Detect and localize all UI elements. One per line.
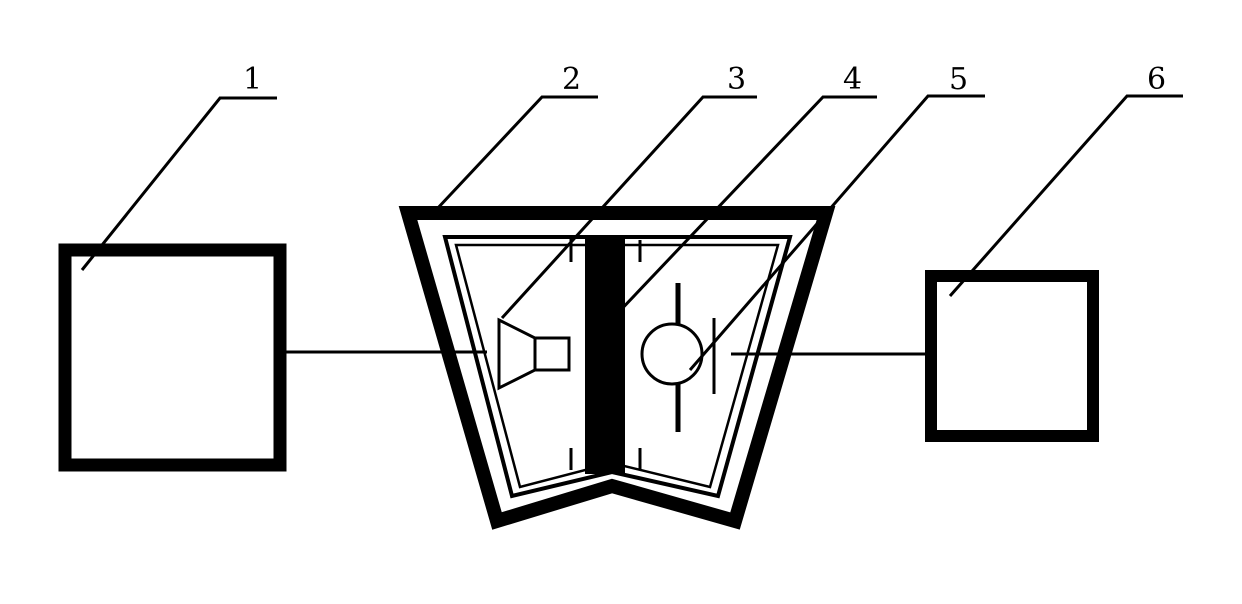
housing-inner-inner-line [454,243,780,489]
box-6 [925,270,1099,442]
leader-1 [80,96,277,271]
leader-4 [613,95,877,318]
housing-outer [398,206,836,530]
partition-bar [585,238,625,474]
label-2: 2 [562,62,581,97]
leader-lines [80,94,1183,371]
leader-2 [434,95,598,212]
speaker-icon [497,317,571,391]
leader-5 [688,94,985,371]
leader-6 [948,94,1183,297]
label-1: 1 [243,62,262,97]
label-6: 6 [1147,62,1166,97]
housing-inner-outer-line [442,235,793,499]
label-3: 3 [727,62,746,97]
label-4: 4 [843,62,862,97]
label-5: 5 [949,62,968,97]
box-1 [58,243,287,472]
microphone-icon [640,283,716,432]
leader-3 [500,95,757,320]
